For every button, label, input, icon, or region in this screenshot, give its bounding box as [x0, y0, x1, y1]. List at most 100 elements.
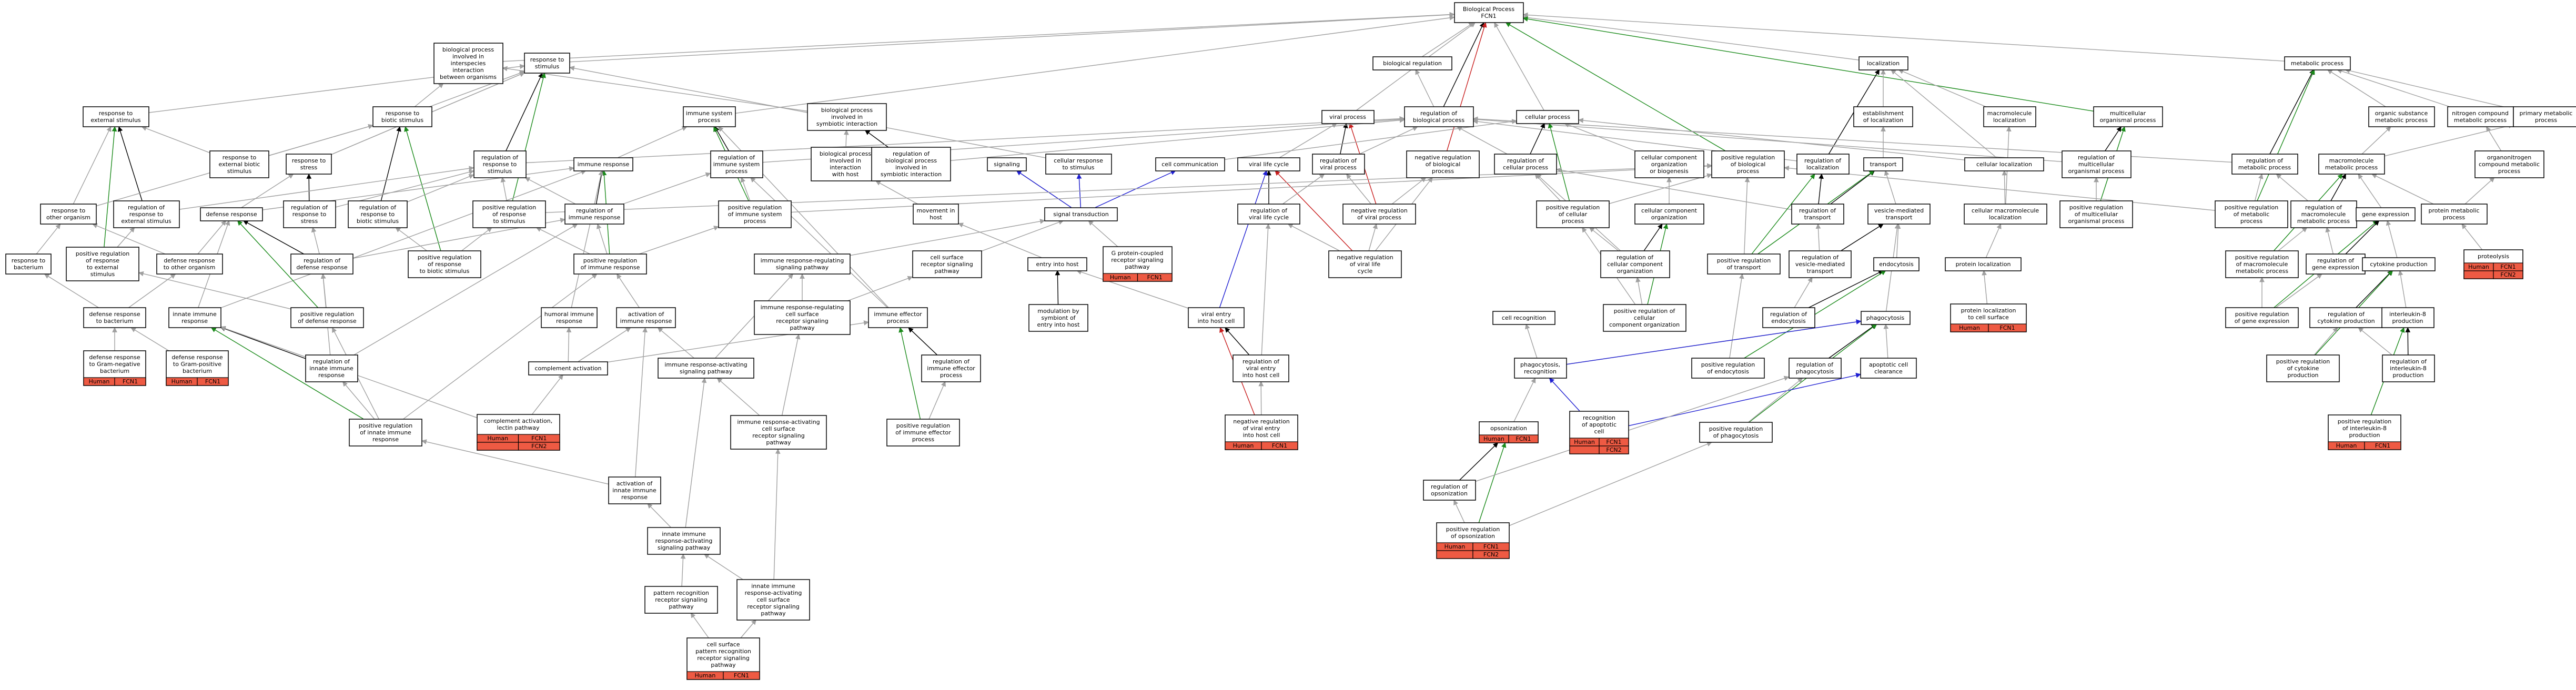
- go-term-label: production: [2287, 372, 2318, 379]
- go-term-label: cellular component: [1641, 154, 1698, 161]
- edge-gray: [950, 117, 1405, 161]
- go-term-label: innate immune: [309, 365, 353, 372]
- edge-gray: [657, 327, 694, 359]
- go-term-label: involved in: [895, 164, 927, 171]
- edge-gray: [500, 177, 507, 201]
- edge-gray: [429, 70, 525, 107]
- edge-gray: [536, 227, 590, 255]
- go-term-label: cytokine production: [2317, 318, 2375, 324]
- go-term-label: regulation of: [1250, 207, 1288, 214]
- go-term-label: complement activation: [534, 365, 601, 372]
- go-term-label: biological process: [820, 150, 871, 157]
- annotation-species: Human: [2336, 442, 2357, 449]
- go-term-label: positive regulation: [2235, 254, 2289, 261]
- edge-gray: [1525, 323, 1538, 359]
- go-term-node: transport: [1863, 157, 1903, 171]
- go-term-label: positive regulation: [1717, 257, 1771, 264]
- go-term-label: stimulus: [488, 168, 512, 175]
- go-term-box: [2231, 154, 2298, 175]
- go-term-label: into host cell: [1242, 372, 1280, 379]
- edge-gray: [1747, 378, 1803, 423]
- go-term-box: [1406, 150, 1480, 178]
- go-term-label: of multicellular: [2075, 211, 2118, 218]
- go-term-label: external biotic: [219, 161, 260, 168]
- go-term-box: [1328, 250, 1402, 278]
- edge-gray: [117, 227, 135, 248]
- edge-gray: [1884, 170, 1896, 205]
- go-term-node: protein localization: [1945, 257, 2022, 271]
- edge-gray: [311, 227, 320, 255]
- go-term-label: localization: [1867, 60, 1900, 67]
- go-term-label: cytokine production: [2370, 261, 2427, 268]
- go-term-box: [886, 419, 960, 447]
- go-term-label: of biological: [1426, 161, 1461, 168]
- go-term-label: process: [698, 117, 721, 124]
- go-term-label: recognition: [1583, 414, 1615, 421]
- go-term-label: regulation of: [893, 150, 930, 157]
- go-term-box: [1707, 253, 1781, 275]
- edge-black: [1643, 224, 1663, 251]
- go-term-label: to external: [87, 264, 118, 271]
- edge-red: [1275, 170, 1352, 251]
- go-term-label: interspecies: [451, 60, 486, 67]
- edge-black: [2356, 270, 2393, 308]
- go-term-label: pattern recognition: [695, 648, 751, 655]
- go-term-label: regulation of: [1799, 207, 1836, 214]
- go-term-label: cellular component: [1607, 261, 1663, 268]
- edge-gray: [2486, 126, 2502, 151]
- go-term-label: regulation of: [1507, 157, 1544, 164]
- go-term-node: innate immuneresponse-activatingsignalin…: [647, 527, 721, 555]
- go-term-label: of response: [86, 257, 119, 264]
- go-term-label: pattern recognition: [653, 590, 709, 596]
- go-term-label: immune effector: [874, 311, 922, 318]
- annotation-cell: [1569, 445, 1600, 454]
- edge-gray: [197, 220, 227, 255]
- edge-green: [2257, 69, 2315, 201]
- go-term-label: production: [2392, 372, 2423, 379]
- go-term-box: [348, 200, 408, 228]
- go-term-label: positive regulation: [2225, 204, 2279, 211]
- go-term-box: [209, 150, 269, 178]
- go-term-label: FCN1: [1481, 13, 1496, 19]
- go-term-label: process: [744, 218, 766, 225]
- go-term-label: receptor signaling: [1111, 257, 1163, 263]
- go-term-label: protein metabolic: [2428, 207, 2479, 214]
- edge-black: [1808, 270, 1884, 308]
- go-term-label: of localization: [1863, 117, 1903, 124]
- go-term-box: [573, 253, 647, 275]
- go-term-node: cell communication: [1155, 157, 1225, 171]
- annotation-gene: FCN2: [1606, 447, 1621, 453]
- edge-gray: [571, 170, 604, 308]
- go-term-label: establishment: [1863, 110, 1904, 117]
- edge-gray: [1287, 224, 1340, 251]
- go-term-node: endocytosis: [1873, 257, 1920, 271]
- edge-black: [380, 126, 401, 201]
- edge-gray: [524, 177, 576, 205]
- go-term-label: to cell surface: [1968, 314, 2009, 321]
- go-term-label: immune response: [620, 318, 672, 324]
- go-term-label: vesicle-mediated: [1874, 207, 1924, 214]
- go-term-box: [2284, 56, 2351, 70]
- go-term-box: [40, 204, 97, 225]
- go-term-label: positive regulation: [1721, 154, 1775, 161]
